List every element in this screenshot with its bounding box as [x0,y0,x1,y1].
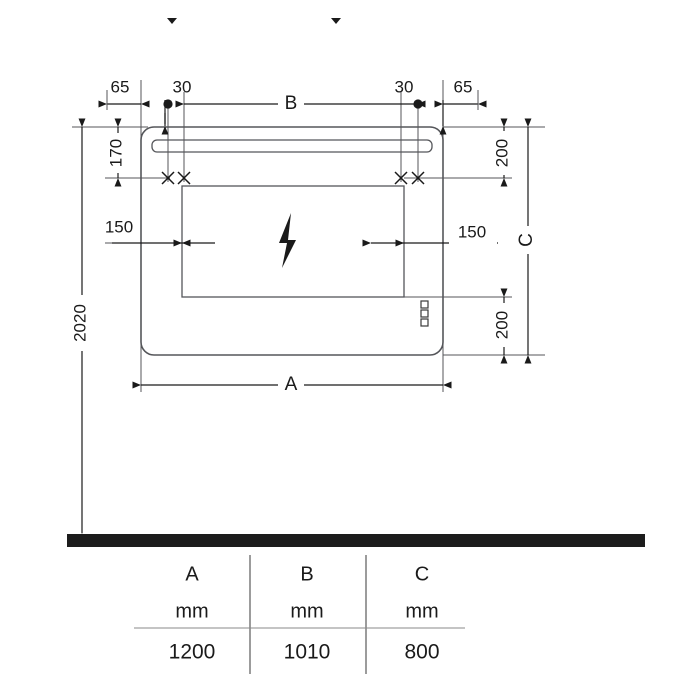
dimension-label-200-bottom: 200 [492,311,511,339]
table-unit-C: mm [405,600,438,622]
dimension-label-30-right: 30 [395,77,414,96]
top-tick-marks [167,18,341,24]
table-unit-B: mm [290,600,323,622]
cross-mark-icon [177,171,191,185]
dimension-2020: 2020 [70,118,94,542]
table-value-B: 1010 [284,641,331,664]
dimension-label-170: 170 [106,139,125,167]
dimension-label-B: B [285,93,298,114]
table-header-B: B [300,563,313,585]
table-value-C: 800 [404,641,439,664]
dimension-170: 170 [106,118,128,187]
dimension-200-bottom: 200 [492,288,516,364]
dimension-150-right: 150 [362,222,498,247]
cross-mark-icon-group [161,171,425,185]
table-header-C: C [415,563,429,585]
spec-table: A B C mm mm mm 1200 1010 800 [134,555,465,674]
dimension-label-65-left: 65 [111,77,130,96]
dimension-label-150-right: 150 [458,222,486,241]
mirror-outline [140,126,444,356]
cross-mark-icon [394,171,408,185]
dimension-label-30-left: 30 [173,77,192,96]
table-unit-A: mm [175,600,208,622]
dimension-label-150-left: 150 [105,217,133,236]
floor-line [67,534,645,547]
cross-mark-icon [411,171,425,185]
touch-button-icon [420,300,429,327]
dimension-C: C [516,118,542,364]
dimension-label-65-right: 65 [454,77,473,96]
dimension-150-left: 150 [105,217,215,247]
dimension-30-left: 30 [173,77,192,96]
drill-point-icon [163,99,173,109]
dimension-label-C: C [516,233,537,247]
cross-mark-icon [161,171,175,185]
dimension-65-left: 65 [98,77,166,124]
dimension-label-200-top: 200 [492,139,511,167]
table-value-A: 1200 [169,641,216,664]
dimension-65-right: 65 [434,77,487,135]
dimension-label-2020: 2020 [70,304,89,342]
lightning-bolt-icon [279,213,296,268]
dimension-200-top: 200 [492,118,516,187]
dimension-B: B [175,93,426,114]
dimension-A: A [132,374,452,397]
dimension-30-right: 30 [395,77,414,96]
led-strip [151,139,433,153]
dimension-label-A: A [285,374,298,395]
table-header-A: A [185,563,199,585]
